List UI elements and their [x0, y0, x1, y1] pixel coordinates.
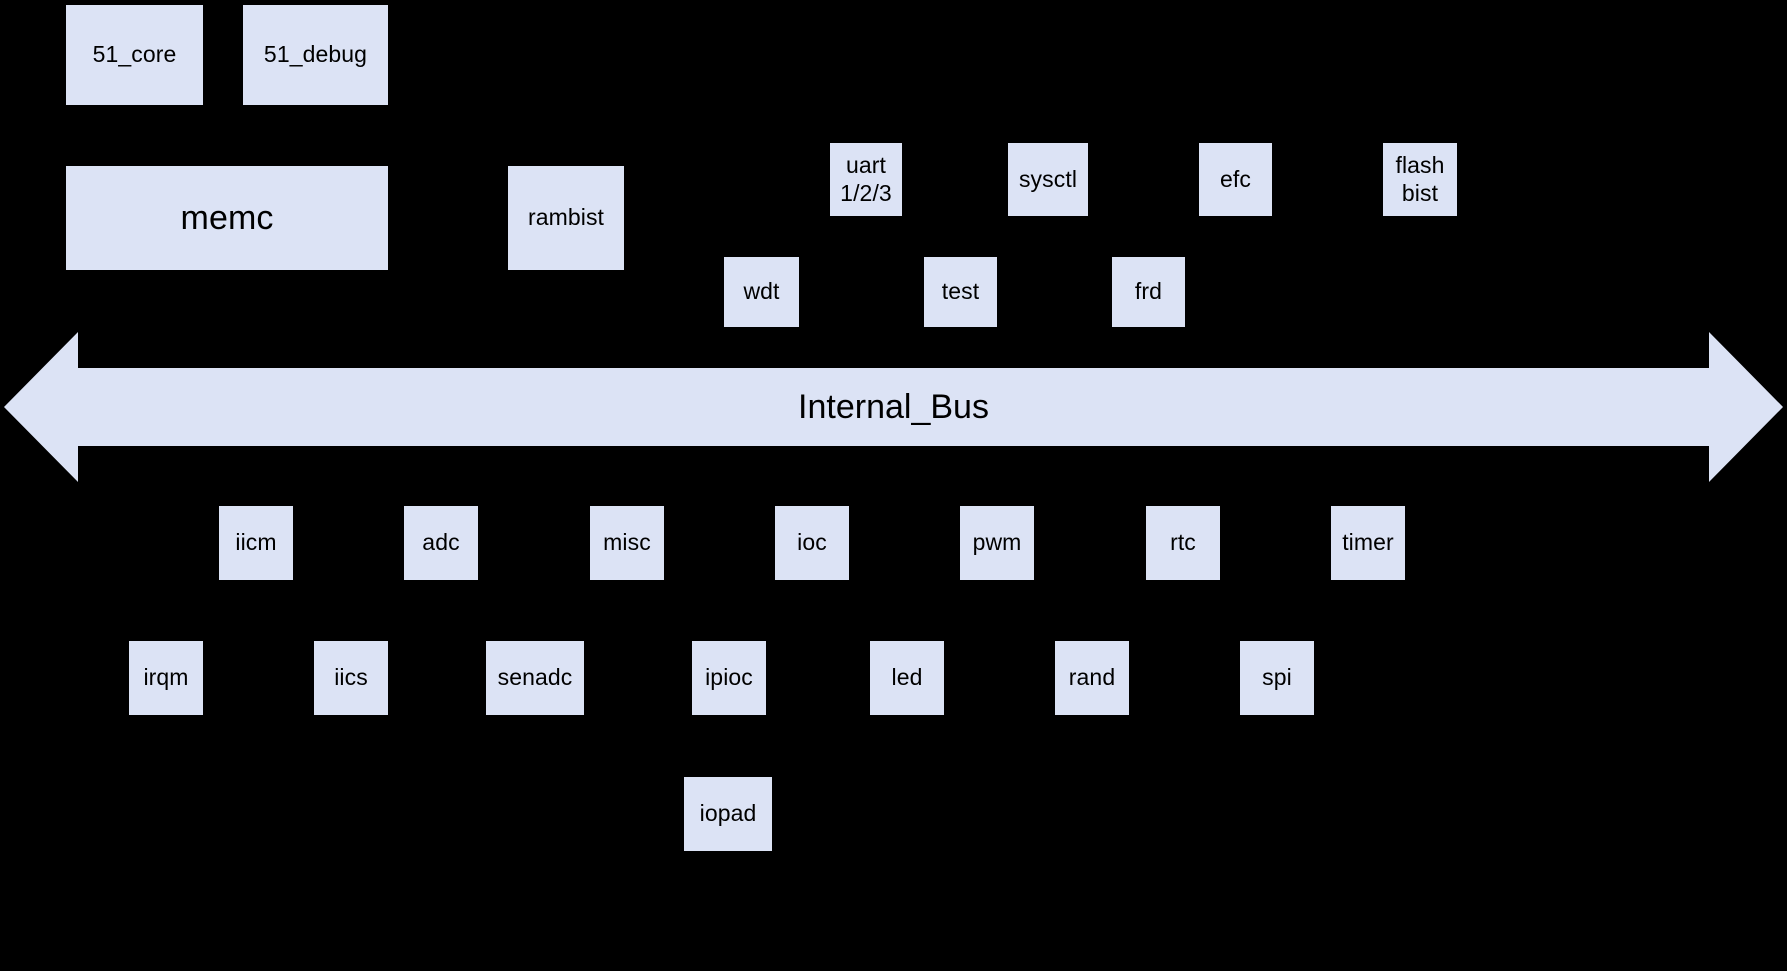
block-label: spi [1262, 664, 1292, 691]
block-label: rambist [527, 204, 605, 231]
block-iopad[interactable]: iopad [684, 777, 772, 851]
block-rambist[interactable]: rambist [508, 166, 624, 270]
block-label: ipioc [705, 664, 753, 691]
block-label: wdt [743, 278, 780, 305]
block-flashbist[interactable]: flash bist [1383, 143, 1457, 216]
block-rtc[interactable]: rtc [1146, 506, 1220, 580]
block-spi[interactable]: spi [1240, 641, 1314, 715]
block-senadc[interactable]: senadc [486, 641, 584, 715]
block-ioc[interactable]: ioc [775, 506, 849, 580]
block-label: adc [422, 529, 460, 556]
block-label: misc [603, 529, 651, 556]
block-frd[interactable]: frd [1112, 257, 1185, 327]
block-label: sysctl [1018, 165, 1078, 192]
block-iics[interactable]: iics [314, 641, 388, 715]
block-misc[interactable]: misc [590, 506, 664, 580]
block-pwm[interactable]: pwm [960, 506, 1034, 580]
block-label: ioc [797, 529, 827, 556]
block-label: flash bist [1395, 152, 1445, 206]
block-memc[interactable]: memc [66, 166, 388, 270]
block-label: iicm [235, 529, 277, 556]
block-label: iics [334, 664, 368, 691]
block-label: irqm [143, 664, 189, 691]
block-test[interactable]: test [924, 257, 997, 327]
internal-bus-arrow-icon [4, 332, 1783, 482]
block-core[interactable]: 51_core [66, 5, 203, 105]
block-label: iopad [699, 800, 757, 827]
block-irqm[interactable]: irqm [129, 641, 203, 715]
block-adc[interactable]: adc [404, 506, 478, 580]
block-label: efc [1220, 165, 1251, 192]
block-rand[interactable]: rand [1055, 641, 1129, 715]
internal-bus[interactable]: Internal_Bus [4, 332, 1783, 482]
block-label: senadc [497, 664, 573, 691]
block-iicm[interactable]: iicm [219, 506, 293, 580]
block-label: pwm [972, 529, 1022, 556]
block-label: led [891, 664, 923, 691]
block-led[interactable]: led [870, 641, 944, 715]
block-label: rtc [1170, 529, 1196, 556]
block-label: memc [180, 198, 274, 237]
block-sysctl[interactable]: sysctl [1008, 143, 1088, 216]
block-wdt[interactable]: wdt [724, 257, 799, 327]
block-label: rand [1068, 664, 1116, 691]
block-label: 51_debug [263, 41, 368, 68]
block-debug[interactable]: 51_debug [243, 5, 388, 105]
block-ipioc[interactable]: ipioc [692, 641, 766, 715]
block-efc[interactable]: efc [1199, 143, 1272, 216]
block-label: uart 1/2/3 [840, 152, 892, 206]
block-label: frd [1134, 278, 1163, 305]
block-timer[interactable]: timer [1331, 506, 1405, 580]
block-label: 51_core [92, 41, 177, 68]
block-label: test [941, 278, 980, 305]
block-uart[interactable]: uart 1/2/3 [830, 143, 902, 216]
block-label: timer [1342, 529, 1394, 556]
